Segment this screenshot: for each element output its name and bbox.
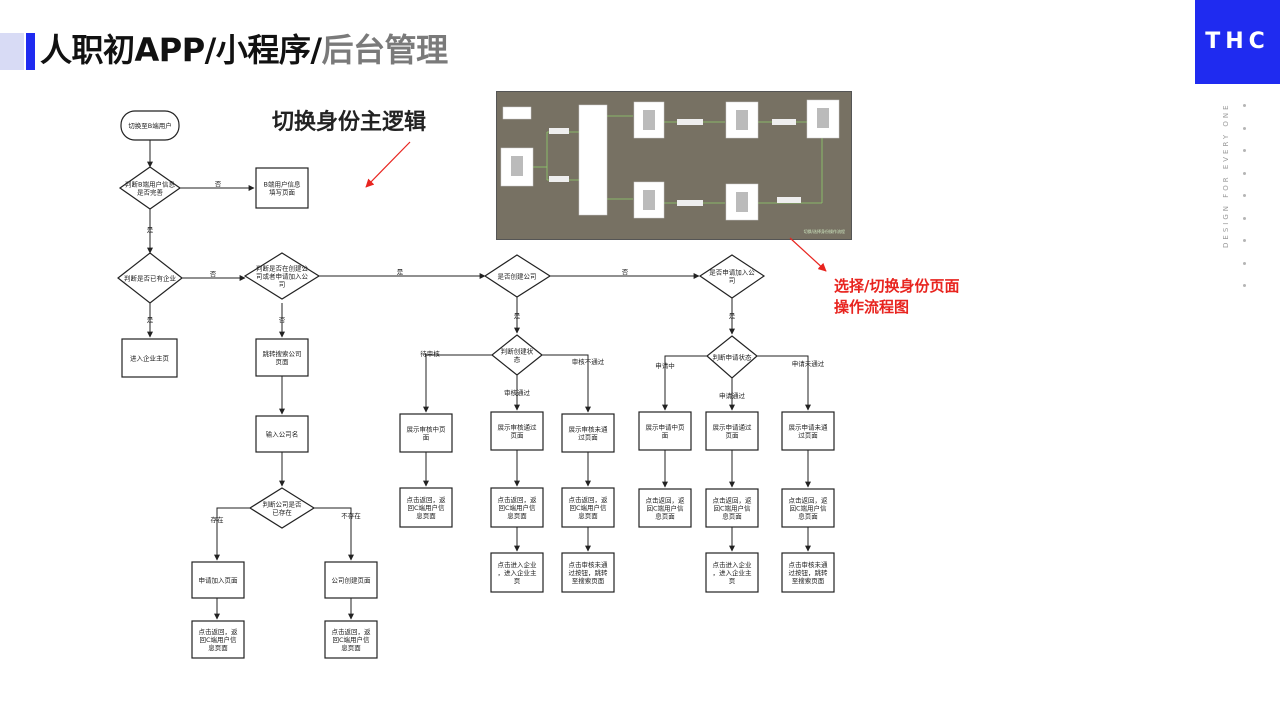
node-decision-company-exists bbox=[248, 487, 316, 529]
node-text-click-failed-1: 点击审核未通过按钮，跳转至搜索页面 bbox=[569, 560, 609, 585]
node-back-c-info-3 bbox=[399, 487, 453, 528]
edge-label-reviewing: 待审核 bbox=[420, 349, 440, 358]
node-apply-join-page bbox=[191, 561, 245, 599]
edge-label-yes-3: 是 bbox=[397, 268, 404, 276]
node-decision-review-status bbox=[491, 334, 543, 376]
node-back-c-info-1 bbox=[191, 620, 245, 659]
node-decision-apply-status bbox=[706, 335, 758, 379]
edge-label-apply-passed: 申请通过 bbox=[719, 391, 746, 400]
node-text-show-apply-passed: 展示申请通过页面 bbox=[713, 422, 753, 439]
node-back-c-info-6 bbox=[638, 488, 692, 528]
node-show-applying bbox=[638, 411, 692, 451]
node-decision-created-or-applied bbox=[243, 252, 321, 300]
page-flow-preview: 切换/选择身份操作流程 bbox=[496, 91, 852, 240]
edge-label-apply-failed: 申请未通过 bbox=[792, 359, 825, 368]
node-show-review-failed bbox=[561, 413, 615, 453]
node-input-company-name bbox=[255, 415, 309, 453]
edge-label-review-passed: 审核通过 bbox=[504, 388, 531, 397]
edge-label-no-4: 否 bbox=[622, 268, 629, 276]
node-text-back-c-info-8: 点击返回，返回C端用户信息页面 bbox=[789, 495, 829, 520]
side-dots bbox=[1243, 104, 1249, 294]
node-decision-info-complete bbox=[118, 166, 182, 210]
node-decision-is-apply bbox=[698, 254, 766, 299]
node-text-show-reviewing: 展示审核中页面 bbox=[407, 424, 447, 441]
node-back-c-info-8 bbox=[781, 488, 835, 528]
node-search-company-page bbox=[255, 338, 309, 377]
node-text-enter-company-home: 进入企业主页 bbox=[130, 353, 170, 362]
red-arrow-page-flow bbox=[789, 237, 827, 272]
node-text-click-enter-company-1: 点击进入企业，进入企业主页 bbox=[498, 560, 538, 585]
node-text-show-applying: 展示申请中页面 bbox=[646, 422, 686, 439]
logic-heading: 切换身份主逻辑 bbox=[272, 110, 427, 135]
node-text-back-c-info-5: 点击返回，返回C端用户信息页面 bbox=[569, 495, 609, 520]
node-fill-info-page bbox=[255, 167, 309, 209]
node-text-review-status: 判断创建状态 bbox=[501, 346, 534, 363]
node-text-back-c-info-3: 点击返回，返回C端用户信息页面 bbox=[407, 495, 447, 520]
node-show-apply-passed bbox=[705, 411, 759, 451]
title-main: 人职初APP/小程序/ bbox=[40, 31, 322, 69]
red-arrow-logic bbox=[365, 141, 411, 188]
edge-label-applying: 申请中 bbox=[655, 361, 675, 370]
edge-label-no-2: 否 bbox=[210, 270, 217, 278]
node-text-back-c-info-7: 点击返回，返回C端用户信息页面 bbox=[713, 495, 753, 520]
title-accent-bar bbox=[26, 33, 35, 70]
edge-label-yes-2: 是 bbox=[147, 316, 154, 324]
node-enter-company-home bbox=[121, 338, 178, 378]
node-back-c-info-4 bbox=[490, 487, 544, 528]
node-click-enter-company-2 bbox=[705, 552, 759, 593]
node-text-apply-status: 判断申请状态 bbox=[713, 352, 753, 361]
node-show-reviewing bbox=[399, 413, 453, 453]
node-text-show-review-passed: 展示审核通过页面 bbox=[498, 422, 538, 439]
node-text-search-company-page: 跳转搜索公司页面 bbox=[263, 349, 302, 366]
node-create-company-page bbox=[324, 561, 378, 599]
node-text-is-apply: 是否申请加入公司 bbox=[709, 267, 755, 284]
node-text-back-c-info-6: 点击返回，返回C端用户信息页面 bbox=[646, 495, 686, 520]
node-back-c-info-2 bbox=[324, 620, 378, 659]
node-text-info-complete: 判断B端用户信息是否完善 bbox=[125, 179, 175, 196]
edge-label-no-1: 否 bbox=[215, 180, 222, 188]
node-text-fill-info-page: B端用户信息填写页面 bbox=[264, 179, 301, 196]
node-back-c-info-7 bbox=[705, 488, 759, 528]
edge-label-exists: 存在 bbox=[211, 515, 225, 524]
node-text-has-company: 判断是否已有企业 bbox=[124, 273, 177, 282]
title-light: 后台管理 bbox=[321, 31, 449, 69]
node-text-back-c-info-1: 点击返回，返回C端用户信息页面 bbox=[199, 627, 239, 652]
node-text-created-or-applied: 判断是否在创建公司或者申请加入公司 bbox=[256, 263, 309, 288]
node-text-click-enter-company-2: 点击进入企业，进入企业主页 bbox=[713, 560, 753, 585]
node-text-start: 切换至B端用户 bbox=[128, 121, 171, 130]
edge-label-no-3: 否 bbox=[279, 316, 286, 324]
node-show-review-passed bbox=[490, 411, 544, 451]
edge-label-yes-4: 是 bbox=[514, 312, 521, 320]
node-decision-is-create bbox=[483, 254, 552, 298]
node-decision-has-company bbox=[117, 252, 183, 304]
node-text-is-create: 是否创建公司 bbox=[498, 271, 537, 280]
edge-label-not-exists: 不存在 bbox=[341, 511, 361, 520]
edge-label-review-failed: 审核不通过 bbox=[572, 357, 605, 366]
preview-caption: 切换/选择身份操作流程 bbox=[804, 228, 845, 234]
edge-label-yes-1: 是 bbox=[147, 226, 154, 234]
node-text-back-c-info-4: 点击返回，返回C端用户信息页面 bbox=[498, 495, 538, 520]
node-click-failed-2 bbox=[781, 552, 835, 593]
node-click-enter-company-1 bbox=[490, 552, 544, 593]
node-text-company-exists: 判断公司是否已存在 bbox=[263, 499, 303, 516]
title-bar-left bbox=[0, 33, 24, 70]
node-start bbox=[120, 110, 180, 141]
node-show-apply-failed bbox=[781, 411, 835, 451]
node-text-show-apply-failed: 展示申请未通过页面 bbox=[789, 422, 829, 439]
node-text-click-failed-2: 点击审核未通过按钮，跳转至搜索页面 bbox=[789, 560, 829, 585]
node-text-input-company-name: 输入公司名 bbox=[266, 429, 299, 438]
node-text-show-review-failed: 展示审核未通过页面 bbox=[569, 424, 609, 441]
brand-logo: THC bbox=[1195, 0, 1280, 84]
preview-diagram: 切换/选择身份操作流程 bbox=[500, 99, 845, 234]
edge-label-yes-5: 是 bbox=[729, 312, 736, 320]
node-text-create-company-page: 公司创建页面 bbox=[332, 575, 372, 584]
page-title: 人职初APP/小程序/后台管理 bbox=[40, 28, 448, 72]
node-text-back-c-info-2: 点击返回，返回C端用户信息页面 bbox=[332, 627, 372, 652]
node-click-failed-1 bbox=[561, 552, 615, 593]
node-back-c-info-5 bbox=[561, 487, 615, 528]
node-text-apply-join-page: 申请加入页面 bbox=[199, 575, 239, 584]
page-flow-note: 选择/切换身份页面操作流程图 bbox=[834, 277, 960, 316]
